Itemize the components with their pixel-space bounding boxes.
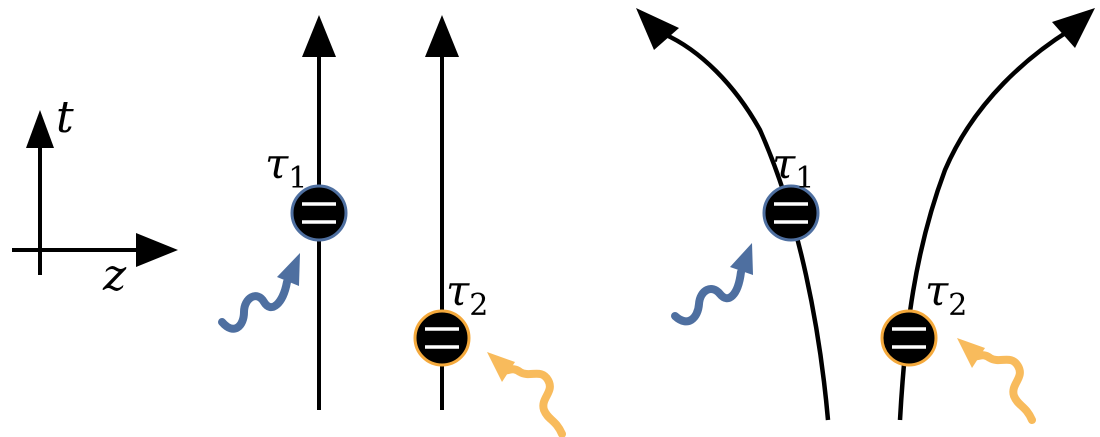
right-panel: τ1 τ2 [636, 8, 1095, 424]
worldline-1-arrowhead-icon [302, 15, 336, 57]
z-axis-arrowhead-icon [136, 233, 178, 267]
right-atom-1-ring [762, 184, 820, 242]
right-photon-2-wavy-arrow-icon [957, 338, 1036, 424]
photon-1-wavy-arrow-icon [218, 253, 300, 333]
tau-2-label: τ2 [446, 266, 488, 323]
curved-worldline-1-arrowhead-icon [636, 8, 679, 50]
right-tau-2-label: τ2 [925, 266, 967, 323]
photon-2-wavy-arrow-icon [487, 352, 566, 437]
right-photon-1-wavy-arrow-icon [671, 243, 753, 326]
right-atom-2-two-level-icon [880, 309, 938, 367]
atom-2-two-level-icon [413, 309, 471, 367]
atom-2-ring [413, 309, 471, 367]
curved-worldline-2-arrowhead-icon [1052, 8, 1095, 48]
right-atom-2-ring [880, 309, 938, 367]
curved-worldline-2 [897, 28, 1072, 421]
right-tau-1-label: τ1 [772, 139, 814, 196]
atom-1-two-level-icon [290, 184, 348, 242]
axes: t z [12, 92, 178, 301]
curved-worldline-1 [663, 31, 831, 421]
z-axis-label: z [102, 250, 127, 301]
atom-1-ring [290, 184, 348, 242]
right-atom-1-two-level-icon [762, 184, 820, 242]
worldline-2-arrowhead-icon [425, 15, 459, 57]
left-panel: τ1 τ2 [218, 15, 566, 437]
tau-1-label: τ1 [265, 139, 307, 196]
t-axis-label: t [56, 92, 74, 143]
t-axis-arrowhead-icon [26, 110, 54, 148]
